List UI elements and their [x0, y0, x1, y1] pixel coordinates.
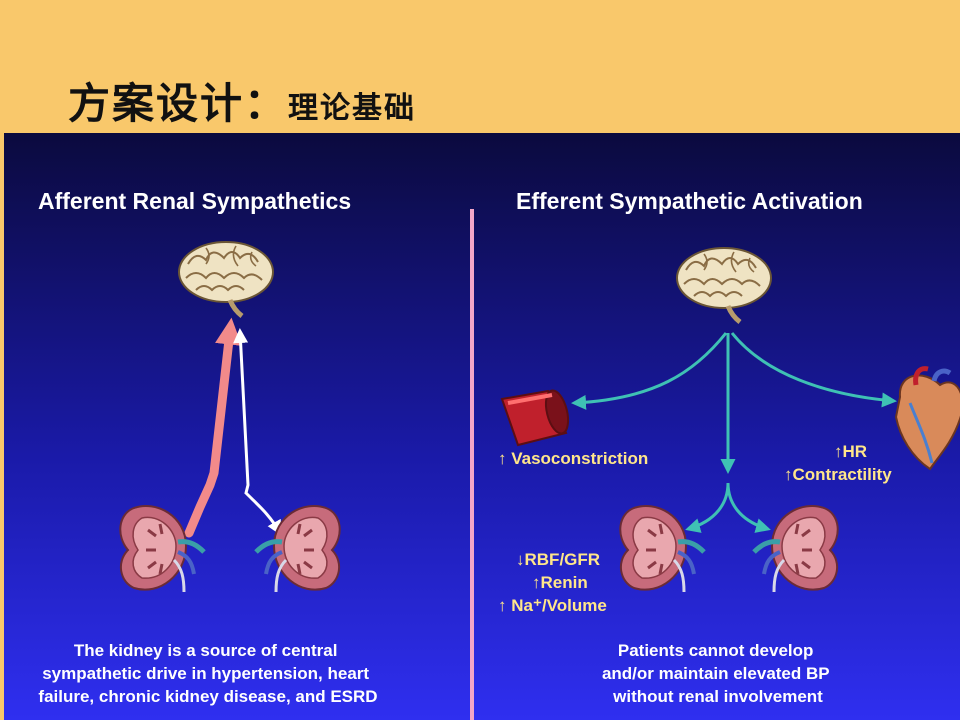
- arrow-to-kidney-left: [685, 482, 730, 533]
- renin-label: ↑Renin: [532, 573, 588, 592]
- up-arrow-icon: ↑: [834, 442, 843, 461]
- vasoconstriction-label: ↑ Vasoconstriction: [498, 449, 648, 468]
- up-arrow-icon: ↑: [498, 596, 511, 615]
- right-caption: Patients cannot develop and/or maintain …: [602, 641, 834, 706]
- right-brain-icon: [677, 248, 771, 322]
- arrow-to-kidney-right: [726, 482, 771, 533]
- down-arrow-icon: ↓: [516, 550, 525, 569]
- right-kidney-icon-1: [620, 506, 704, 592]
- hr-text: HR: [843, 442, 868, 461]
- diagram-svg: Afferent Renal Sympathetics The kidney i…: [38, 188, 960, 720]
- afferent-white-arrow: [233, 328, 282, 536]
- up-arrow-icon: ↑: [498, 449, 511, 468]
- contractility-label: ↑Contractility: [784, 465, 892, 484]
- left-heading: Afferent Renal Sympathetics: [38, 188, 351, 214]
- left-kidney-icon-2: [256, 506, 340, 592]
- vasoconstriction-text: Vasoconstriction: [511, 449, 648, 468]
- left-caption-line-2: sympathetic drive in hypertension, heart: [42, 664, 369, 683]
- heart-icon: [894, 366, 960, 471]
- right-caption-line-1: Patients cannot develop: [618, 641, 814, 660]
- right-heading: Efferent Sympathetic Activation: [516, 188, 863, 214]
- slide-title: 方案设计：理论基础: [68, 70, 416, 131]
- up-arrow-icon: ↑: [532, 573, 541, 592]
- contractility-text: Contractility: [793, 465, 893, 484]
- renin-text: Renin: [541, 573, 588, 592]
- arrow-to-vessel: [571, 332, 728, 410]
- hr-label: ↑HR: [834, 442, 867, 461]
- arrow-to-heart: [730, 332, 897, 408]
- na-volume-label: ↑ Na⁺/Volume: [498, 596, 607, 615]
- diagram-panel: Afferent Renal Sympathetics The kidney i…: [4, 133, 960, 720]
- right-kidney-icon-2: [754, 506, 838, 592]
- left-caption: The kidney is a source of central sympat…: [38, 641, 377, 706]
- up-arrow-icon: ↑: [784, 465, 793, 484]
- right-caption-line-2: and/or maintain elevated BP: [602, 664, 829, 683]
- left-caption-line-1: The kidney is a source of central: [74, 641, 338, 660]
- rbf-gfr-text: RBF/GFR: [525, 550, 601, 569]
- left-brain-icon: [179, 242, 273, 316]
- left-caption-line-3: failure, chronic kidney disease, and ESR…: [38, 687, 377, 706]
- panel-divider: [470, 209, 474, 720]
- blood-vessel-icon: [500, 389, 570, 447]
- na-volume-text: Na⁺/Volume: [511, 596, 607, 615]
- slide-title-main: 方案设计：: [68, 79, 289, 128]
- rbf-gfr-label: ↓RBF/GFR: [516, 550, 600, 569]
- afferent-red-arrow: [184, 317, 242, 538]
- right-caption-line-3: without renal involvement: [612, 687, 823, 706]
- slide-title-sub: 理论基础: [288, 91, 417, 126]
